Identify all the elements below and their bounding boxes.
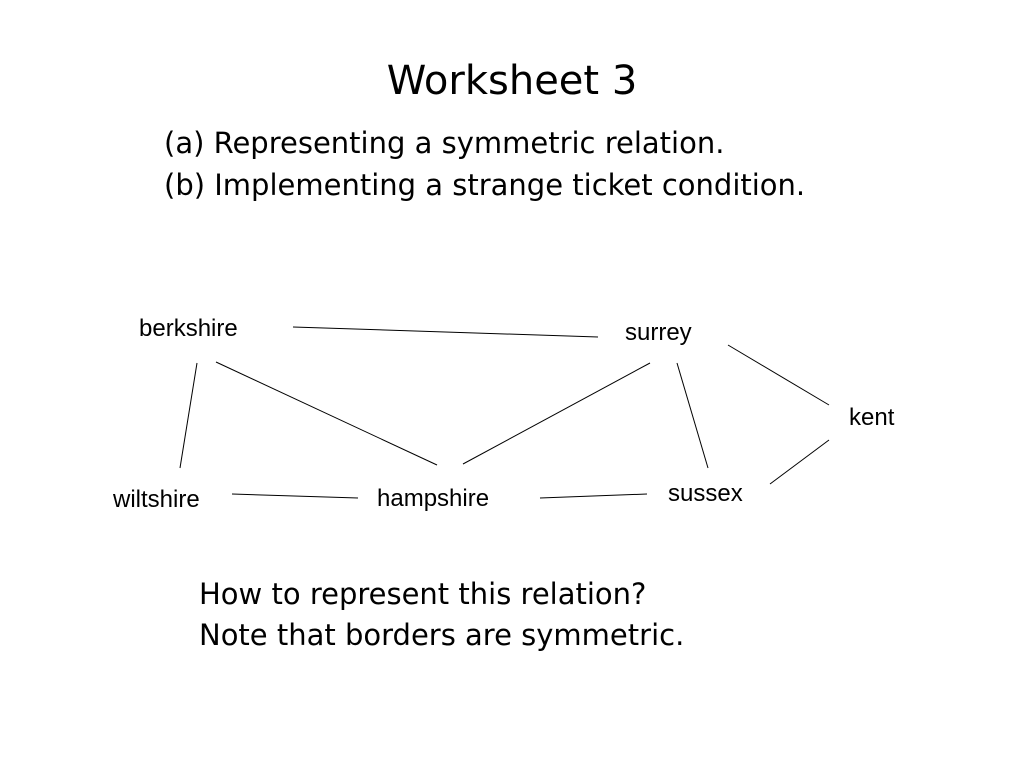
edge-surrey-sussex bbox=[676, 362, 709, 469]
question-block: How to represent this relation? Note tha… bbox=[199, 574, 684, 656]
graph-nodes: berkshire surrey kent wiltshire hampshir… bbox=[112, 315, 895, 513]
question-line-2: Note that borders are symmetric. bbox=[199, 618, 685, 652]
node-hampshire: hampshire bbox=[377, 485, 489, 512]
node-surrey: surrey bbox=[625, 319, 692, 346]
node-kent: kent bbox=[849, 404, 895, 431]
node-wiltshire: wiltshire bbox=[112, 486, 200, 513]
node-berkshire: berkshire bbox=[139, 315, 238, 342]
node-sussex: sussex bbox=[668, 480, 743, 507]
subtitle-line-b: (b) Implementing a strange ticket condit… bbox=[164, 168, 806, 202]
edge-berkshire-wiltshire bbox=[179, 362, 198, 469]
edge-hampshire-sussex bbox=[539, 493, 648, 499]
subtitle-line-a: (a) Representing a symmetric relation. bbox=[164, 126, 725, 160]
edge-berkshire-hampshire bbox=[215, 361, 438, 466]
graph-edges bbox=[179, 326, 830, 499]
question-line-1: How to represent this relation? bbox=[199, 577, 647, 611]
edge-berkshire-surrey bbox=[292, 326, 599, 338]
slide-title: Worksheet 3 bbox=[386, 58, 638, 104]
edge-wiltshire-hampshire bbox=[231, 493, 359, 499]
edge-surrey-hampshire bbox=[462, 362, 651, 465]
edge-surrey-kent bbox=[727, 344, 830, 406]
subtitle-block: (a) Representing a symmetric relation. (… bbox=[164, 122, 805, 206]
edge-kent-sussex bbox=[769, 439, 830, 485]
